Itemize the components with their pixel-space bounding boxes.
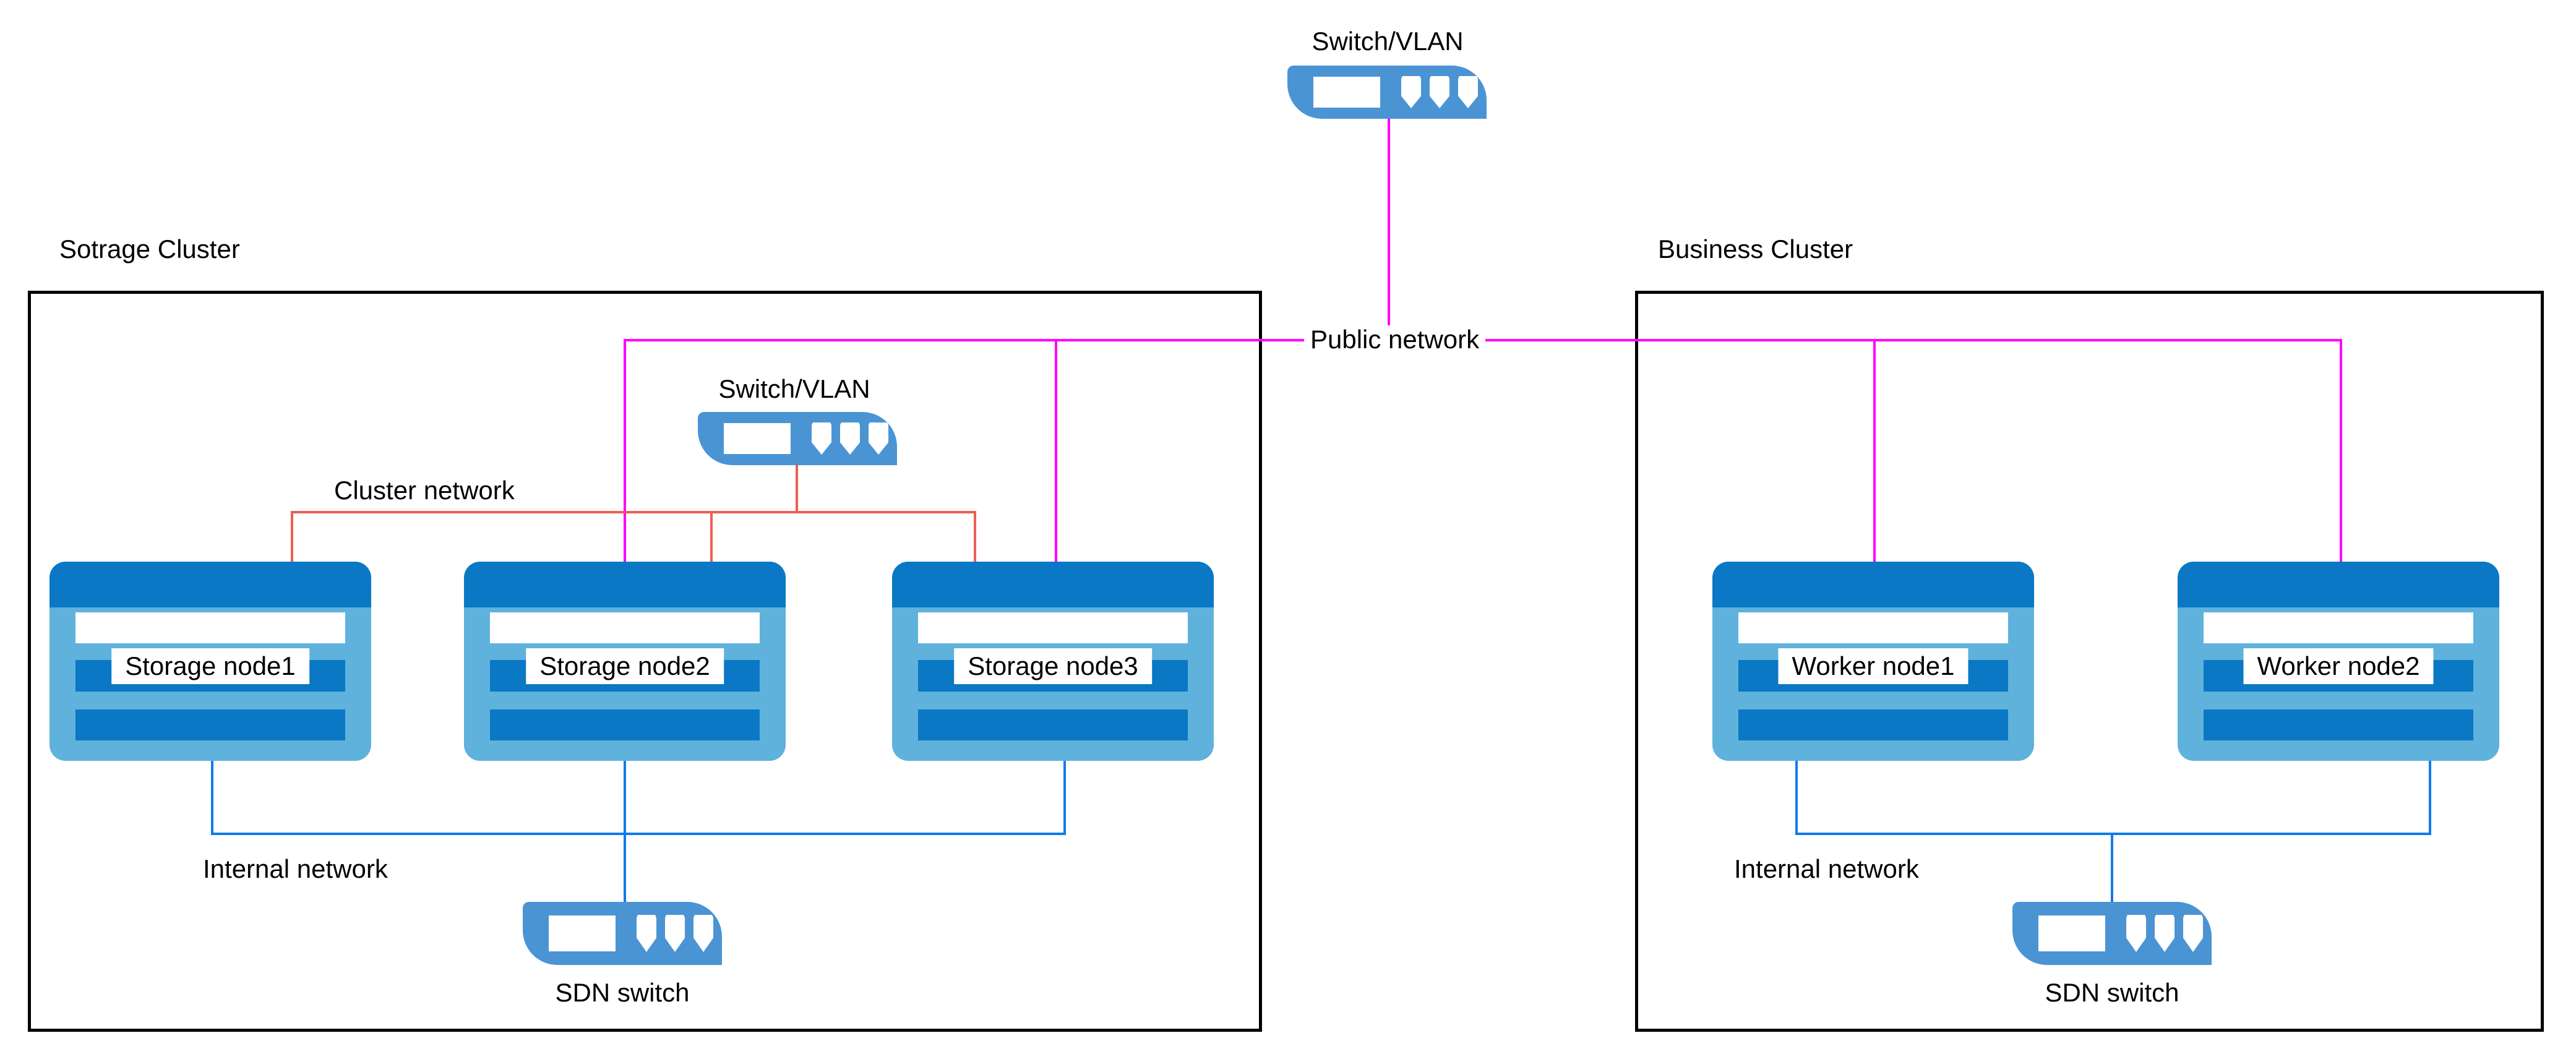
server-icon-slot <box>1738 710 2008 740</box>
server-icon-band <box>464 562 786 607</box>
server-icon-band <box>49 562 371 607</box>
public-line-worker-node2-drop <box>2340 339 2342 563</box>
server-icon-band <box>892 562 1214 607</box>
node-label: Worker node2 <box>2243 648 2434 684</box>
cluster-line-node3-drop <box>974 511 976 563</box>
cluster-line-switch-drop <box>796 465 798 512</box>
sdn-switch-icon-right <box>2012 902 2212 965</box>
public-line-storage-node3-drop <box>1055 339 1057 563</box>
switch-screen <box>1313 77 1380 108</box>
server-icon-slot <box>2204 710 2473 740</box>
switch-screen <box>724 423 791 454</box>
business-cluster-box <box>1635 291 2544 1032</box>
internal-line-horizontal-left <box>211 833 1066 835</box>
storage-switch-vlan-icon <box>698 412 897 465</box>
cluster-network-label: Cluster network <box>334 476 515 505</box>
internal-line-worker1-drop <box>1795 761 1798 835</box>
node-label: Worker node1 <box>1778 648 1968 684</box>
storage-cluster-box <box>28 291 1262 1032</box>
storage-switch-label: Switch/VLAN <box>718 374 870 403</box>
server-icon-slot <box>918 612 1188 643</box>
internal-network-label-right: Internal network <box>1734 854 1919 883</box>
worker-node-2: Worker node2 <box>2178 562 2499 761</box>
node-label: Storage node1 <box>111 648 309 684</box>
server-icon-band <box>1712 562 2034 607</box>
public-network-label: Public network <box>1304 325 1486 354</box>
internal-network-label-left: Internal network <box>203 854 388 883</box>
worker-node-1: Worker node1 <box>1712 562 2034 761</box>
switch-ports <box>812 422 897 455</box>
node-label: Storage node3 <box>954 648 1152 684</box>
internal-line-sdn-drop-right <box>2111 833 2113 904</box>
cluster-line-node1-drop <box>291 511 293 563</box>
switch-ports <box>1401 76 1487 108</box>
public-line-top-switch-drop <box>1388 118 1390 340</box>
server-icon-slot <box>2204 612 2473 643</box>
server-icon-slot <box>1738 612 2008 643</box>
server-icon-slot <box>490 612 760 643</box>
server-icon-band <box>2178 562 2499 607</box>
server-icon-slot <box>490 710 760 740</box>
business-cluster-title: Business Cluster <box>1658 234 1853 264</box>
storage-node-1: Storage node1 <box>49 562 371 761</box>
server-icon-slot <box>918 710 1188 740</box>
cluster-line-node2-drop <box>710 511 713 563</box>
storage-node-2: Storage node2 <box>464 562 786 761</box>
switch-screen <box>549 915 616 951</box>
sdn-switch-icon-left <box>523 902 722 965</box>
server-icon-slot <box>75 710 345 740</box>
switch-ports <box>637 915 722 952</box>
public-line-worker-node1-drop <box>1873 339 1876 563</box>
internal-line-worker2-drop <box>2429 761 2431 835</box>
sdn-switch-label-right: SDN switch <box>2045 978 2179 1007</box>
node-label: Storage node2 <box>526 648 724 684</box>
internal-line-horizontal-right <box>1795 833 2431 835</box>
switch-screen <box>2038 915 2105 951</box>
server-icon-slot <box>75 612 345 643</box>
sdn-switch-label-left: SDN switch <box>555 978 690 1007</box>
storage-cluster-title: Sotrage Cluster <box>59 234 240 264</box>
public-line-storage-node2-drop <box>624 339 626 563</box>
internal-line-node3-drop <box>1063 761 1066 835</box>
storage-node-3: Storage node3 <box>892 562 1214 761</box>
top-switch-vlan-icon <box>1287 66 1487 119</box>
top-switch-label: Switch/VLAN <box>1312 27 1464 56</box>
cluster-line-horizontal <box>291 511 976 513</box>
switch-ports <box>2126 915 2212 952</box>
internal-line-node1-drop <box>211 761 213 835</box>
